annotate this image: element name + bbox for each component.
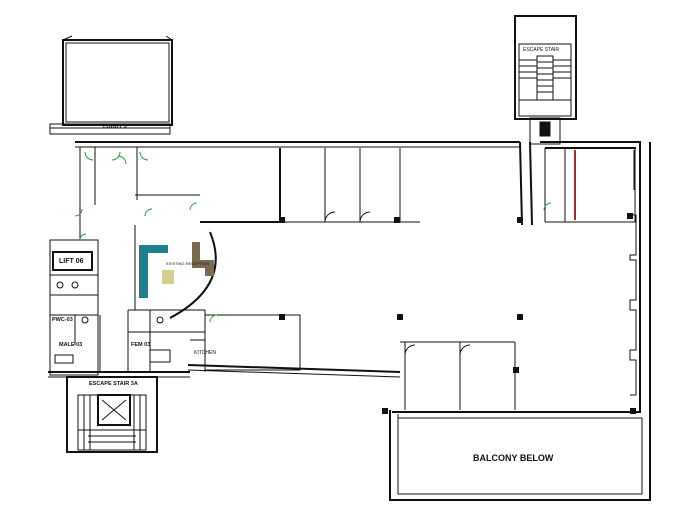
male-label: MALE 03 [59, 342, 83, 348]
lobby-room [49, 35, 173, 135]
escape-stair-upper [514, 15, 577, 145]
escape-stair-3a [66, 376, 158, 453]
east-facade [629, 150, 637, 396]
escape-stair-3a-label: ESCAPE STAIR 3A [89, 381, 138, 387]
escape-stair-label: ESCAPE STAIR [523, 47, 560, 53]
columns [279, 213, 636, 414]
red-room [544, 147, 636, 223]
lift-badge: LIFT 06 [52, 251, 93, 271]
reception-desk [139, 242, 214, 298]
reception-label: EXISTING RECEPTION [166, 261, 210, 266]
kitchen-room [190, 314, 301, 371]
south-offices [400, 341, 516, 410]
lobby-label: LOBBY 3 [103, 124, 127, 130]
fem-label: FEM 03 [131, 342, 151, 348]
doors [74, 151, 552, 323]
main-walls [48, 141, 651, 501]
balcony [397, 414, 643, 495]
balcony-label: BALCONY BELOW [473, 453, 554, 463]
reception-curve [169, 231, 217, 319]
kitchen-label: KITCHEN [194, 350, 216, 356]
north-offices [135, 148, 420, 223]
lift-label: LIFT 06 [59, 258, 84, 265]
pwc-label: PWC-03 [52, 317, 73, 323]
